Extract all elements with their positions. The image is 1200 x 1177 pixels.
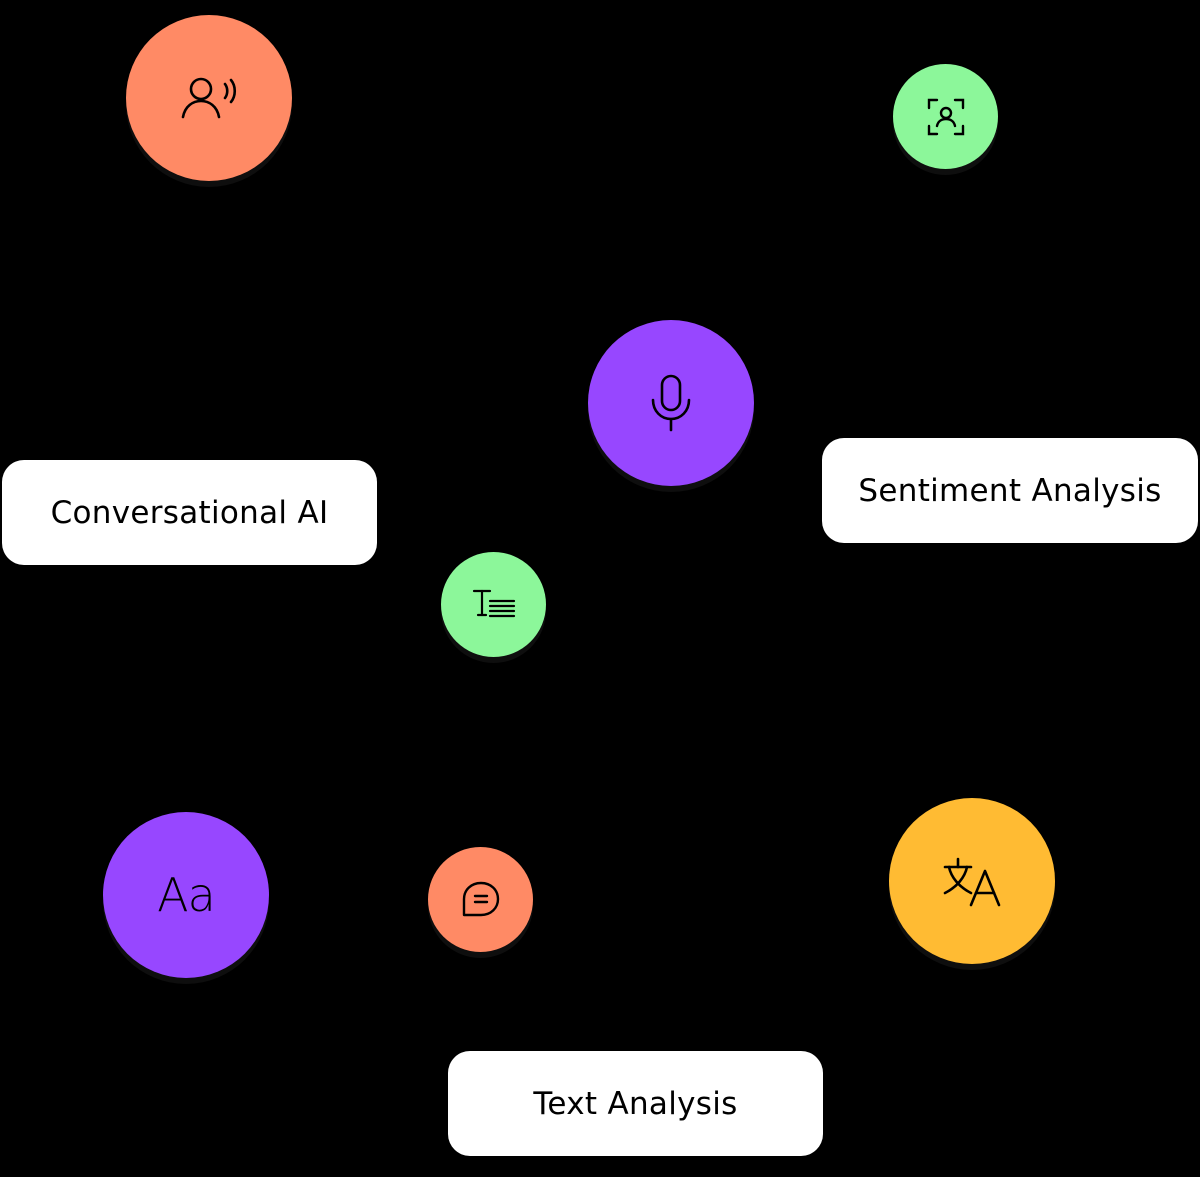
microphone-icon: [649, 373, 693, 433]
sentiment-analysis-pill: Sentiment Analysis: [822, 438, 1198, 543]
conversational-ai-pill: Conversational AI: [2, 460, 377, 565]
face-scan-icon: [926, 97, 966, 137]
voice-user-circle: [126, 15, 292, 181]
translate-circle: [889, 798, 1055, 964]
font-icon: Aa: [157, 868, 216, 922]
microphone-circle: [588, 320, 754, 486]
text-document-circle: [441, 552, 546, 657]
sentiment-analysis-label: Sentiment Analysis: [858, 472, 1162, 509]
font-circle: Aa: [103, 812, 269, 978]
text-document-icon: [472, 588, 516, 622]
text-analysis-pill: Text Analysis: [448, 1051, 823, 1156]
chat-bubble-icon: [461, 880, 501, 920]
face-scan-circle: [893, 64, 998, 169]
chat-bubble-circle: [428, 847, 533, 952]
conversational-ai-label: Conversational AI: [50, 494, 329, 531]
text-analysis-label: Text Analysis: [533, 1085, 738, 1122]
voice-user-icon: [179, 76, 239, 120]
translate-icon: [941, 855, 1003, 907]
